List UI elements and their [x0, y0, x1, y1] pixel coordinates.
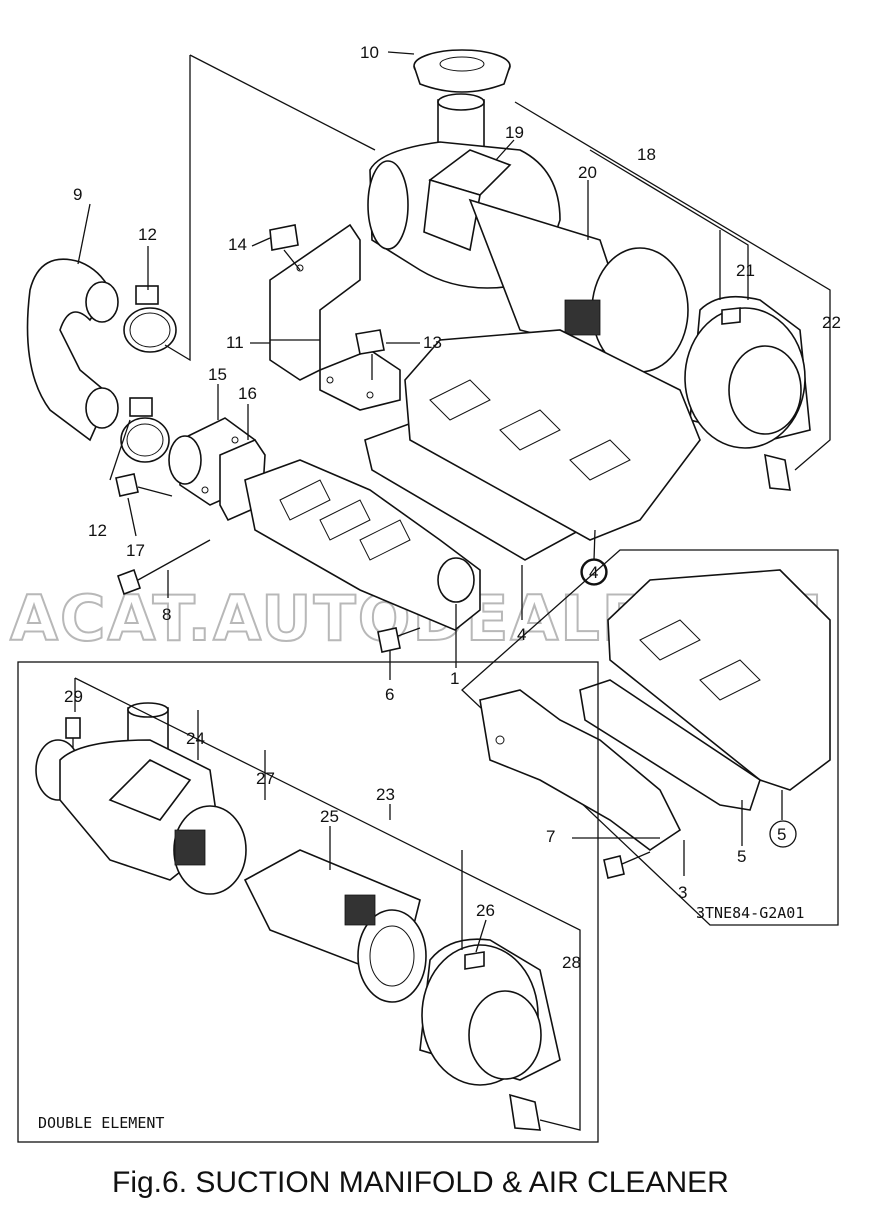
- part-12-clamp-lower: [120, 397, 170, 463]
- callout-10: 10: [360, 43, 379, 62]
- callout-13: 13: [423, 333, 442, 352]
- callout-9: 9: [73, 185, 82, 204]
- part-24-air-cleaner-body: [35, 702, 247, 895]
- cylinder-head-upper: [404, 329, 701, 585]
- part-28-cover: [419, 938, 561, 1131]
- callout-22: 22: [822, 313, 841, 332]
- callout-6: 6: [385, 685, 394, 704]
- callout-12-upper: 12: [138, 225, 157, 244]
- double-element-frame: [17, 661, 599, 1143]
- part-27-inner-element: [174, 829, 206, 866]
- part-3-exhaust-manifold: [479, 689, 682, 851]
- part-25-outer-element: [243, 849, 427, 1003]
- callout-17: 17: [126, 541, 145, 560]
- callout-18: 18: [637, 145, 656, 164]
- callout-5: 5: [737, 847, 746, 866]
- part-12-clamp-upper: [123, 285, 177, 353]
- part-13-bolt: [355, 329, 385, 380]
- callout-20: 20: [578, 163, 597, 182]
- callout-21: 21: [736, 261, 755, 280]
- part-9-hose: [26, 258, 119, 442]
- cylinder-head-lower: [607, 569, 831, 791]
- callout-5-circled: 5: [777, 825, 786, 844]
- drawing-code: 3TNE84-G2A01: [696, 904, 804, 922]
- callout-8: 8: [162, 605, 171, 624]
- part-5-exhaust-gasket: [579, 679, 761, 811]
- part-17-bolt: [115, 473, 173, 497]
- callout-29: 29: [64, 687, 83, 706]
- callout-4: 4: [517, 625, 526, 644]
- figure-title: Fig.6. SUCTION MANIFOLD & AIR CLEANER: [112, 1166, 729, 1199]
- part-14-bolt: [269, 224, 301, 271]
- callout-23: 23: [376, 785, 395, 804]
- part-1-suction-manifold: [244, 459, 481, 631]
- callout-3: 3: [678, 883, 687, 902]
- callout-7: 7: [546, 827, 555, 846]
- callout-12-lower: 12: [88, 521, 107, 540]
- callout-25: 25: [320, 807, 339, 826]
- part-6-bolt: [377, 627, 421, 653]
- callout-24: 24: [186, 729, 205, 748]
- callout-1: 1: [450, 669, 459, 688]
- callout-labels: 10 9 12 14 11 13 15 16 12 17 8 6 1 4 4 1…: [64, 43, 841, 972]
- callout-28: 28: [562, 953, 581, 972]
- part-10-cap: [413, 49, 511, 93]
- part-7-bolt: [603, 851, 651, 879]
- part-11-bracket: [269, 223, 401, 411]
- callout-15: 15: [208, 365, 227, 384]
- part-8-stud: [116, 539, 211, 596]
- leader-lines: [74, 51, 831, 1131]
- callout-27: 27: [256, 769, 275, 788]
- callout-19: 19: [505, 123, 524, 142]
- exhaust-inset-frame: [461, 549, 839, 926]
- callout-4-circled: 4: [589, 563, 598, 582]
- circle-marker-4: [580, 558, 608, 586]
- part-22-cover: [684, 295, 811, 491]
- callout-14: 14: [228, 235, 247, 254]
- circle-marker-5: [769, 820, 797, 848]
- callout-11: 11: [226, 333, 244, 352]
- callout-26: 26: [476, 901, 495, 920]
- callout-16: 16: [238, 384, 257, 403]
- inset-label: DOUBLE ELEMENT: [38, 1114, 164, 1132]
